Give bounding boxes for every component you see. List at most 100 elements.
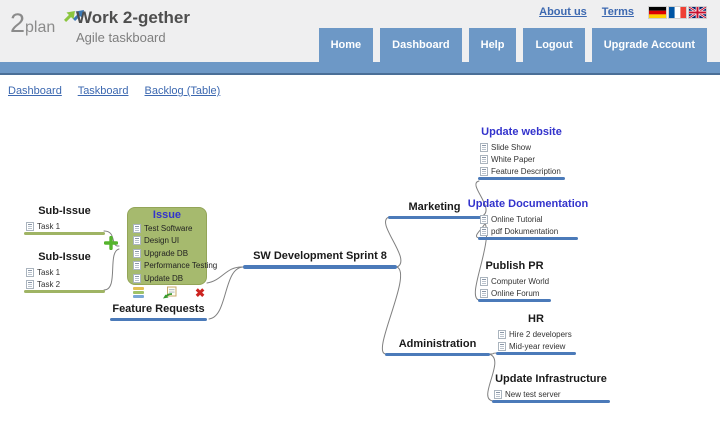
taskboard-mindmap: SW Development Sprint 8 Sub-Issue Task 1…: [0, 100, 720, 427]
issue-card[interactable]: Issue Test Software Design UI Upgrade DB…: [127, 207, 217, 285]
nav-upgrade-account-button[interactable]: Upgrade Account: [591, 28, 707, 62]
connector-lines: [103, 180, 498, 402]
task-icon: [26, 267, 34, 277]
task-label: Mid-year review: [509, 341, 566, 351]
task-item[interactable]: Computer World: [478, 275, 551, 287]
task-item[interactable]: Mid-year review: [496, 340, 576, 352]
node-label[interactable]: Marketing: [408, 201, 461, 213]
task-label: New test server: [505, 389, 561, 399]
node-publish-pr[interactable]: Publish PR Computer World Online Forum: [478, 260, 551, 302]
task-icon: [480, 154, 488, 164]
task-icon: [494, 389, 502, 399]
task-item[interactable]: Update DB: [131, 272, 203, 285]
node-sprint-root[interactable]: SW Development Sprint 8: [243, 250, 397, 269]
task-label: Design UI: [144, 236, 180, 246]
task-item[interactable]: Online Forum: [478, 287, 551, 299]
task-item[interactable]: New test server: [492, 388, 610, 400]
breadcrumb-backlog-table-link[interactable]: Backlog (Table): [144, 85, 221, 97]
task-item[interactable]: Online Tutorial: [478, 213, 578, 225]
task-item[interactable]: White Paper: [478, 153, 565, 165]
node-sub-issue-1[interactable]: Sub-Issue Task 1: [24, 205, 105, 235]
nav-logout-button[interactable]: Logout: [523, 28, 585, 62]
terms-link[interactable]: Terms: [601, 6, 634, 18]
task-label: White Paper: [491, 154, 536, 164]
task-icon: [498, 329, 506, 339]
task-icon: [133, 248, 141, 258]
task-item[interactable]: Upgrade DB: [131, 247, 203, 260]
node-administration[interactable]: Administration: [385, 338, 490, 356]
node-underline: [478, 237, 578, 240]
node-hr[interactable]: HR Hire 2 developers Mid-year review: [496, 313, 576, 355]
task-label: Update DB: [144, 273, 184, 283]
node-sub-issue-2[interactable]: Sub-Issue Task 1 Task 2: [24, 251, 105, 293]
task-label: Task 2: [37, 279, 61, 289]
node-update-documentation[interactable]: Update Documentation Online Tutorial pdf…: [468, 198, 588, 240]
main-nav: Home Dashboard Help Logout Upgrade Accou…: [318, 28, 707, 62]
german-flag-icon[interactable]: [648, 5, 667, 19]
node-label[interactable]: Publish PR: [485, 260, 544, 272]
title-block: Work 2-gether Agile taskboard: [76, 8, 190, 45]
task-icon: [133, 261, 141, 271]
task-icon: [480, 276, 488, 286]
node-marketing[interactable]: Marketing: [388, 201, 481, 219]
task-label: Performance Testing: [144, 261, 218, 271]
node-label[interactable]: Administration: [398, 338, 477, 350]
uk-flag-icon[interactable]: [688, 5, 707, 19]
node-label[interactable]: HR: [528, 313, 544, 325]
node-underline: [110, 318, 207, 321]
node-label[interactable]: Update website: [481, 126, 562, 138]
top-links: About us Terms: [539, 5, 707, 19]
issue-title[interactable]: Issue: [152, 209, 182, 221]
node-label[interactable]: Sub-Issue: [38, 251, 91, 263]
task-icon: [26, 221, 34, 231]
french-flag-icon[interactable]: [668, 5, 687, 19]
about-us-link[interactable]: About us: [539, 6, 587, 18]
add-sub-issue-icon[interactable]: [104, 236, 118, 250]
backlog-icon[interactable]: [133, 287, 144, 298]
task-item[interactable]: Slide Show: [478, 141, 565, 153]
node-label[interactable]: SW Development Sprint 8: [253, 250, 387, 262]
task-label: Task 1: [37, 221, 61, 231]
node-update-website[interactable]: Update website Slide Show White Paper Fe…: [478, 126, 565, 180]
node-underline: [492, 400, 610, 403]
task-item[interactable]: Test Software: [131, 222, 203, 235]
delete-icon[interactable]: ✖: [194, 285, 205, 300]
node-update-infrastructure[interactable]: Update Infrastructure New test server: [492, 373, 610, 403]
node-label[interactable]: Feature Requests: [112, 303, 205, 315]
task-icon: [480, 226, 488, 236]
task-item[interactable]: Hire 2 developers: [496, 328, 576, 340]
task-item[interactable]: Task 1: [24, 220, 105, 232]
task-item[interactable]: Task 2: [24, 278, 105, 290]
task-icon: [133, 273, 141, 283]
nav-help-button[interactable]: Help: [468, 28, 517, 62]
app-title: Work 2-gether: [76, 8, 190, 27]
task-label: Online Tutorial: [491, 214, 543, 224]
task-item[interactable]: Design UI: [131, 235, 203, 248]
task-icon: [26, 279, 34, 289]
task-item[interactable]: Performance Testing: [131, 260, 217, 273]
task-icon: [480, 142, 488, 152]
nav-dashboard-button[interactable]: Dashboard: [380, 28, 462, 62]
node-underline: [385, 353, 490, 356]
node-label[interactable]: Update Documentation: [467, 198, 589, 210]
task-item[interactable]: Task 1: [24, 266, 105, 278]
task-label: pdf Dokumentation: [491, 226, 559, 236]
node-feature-requests[interactable]: Feature Requests: [110, 303, 207, 321]
move-icon[interactable]: [162, 286, 177, 299]
task-label: Test Software: [144, 223, 193, 233]
logo[interactable]: 2plan: [10, 8, 84, 38]
nav-home-button[interactable]: Home: [318, 28, 374, 62]
task-icon: [480, 214, 488, 224]
breadcrumb-dashboard-link[interactable]: Dashboard: [8, 85, 62, 97]
task-item[interactable]: pdf Dokumentation: [478, 225, 578, 237]
task-icon: [133, 236, 141, 246]
node-label[interactable]: Sub-Issue: [38, 205, 91, 217]
node-label[interactable]: Update Infrastructure: [495, 373, 607, 385]
node-underline: [243, 265, 397, 269]
task-label: Upgrade DB: [144, 248, 189, 258]
task-item[interactable]: Feature Description: [478, 165, 565, 177]
nav-bar: [0, 62, 720, 75]
breadcrumb-taskboard-link[interactable]: Taskboard: [77, 85, 129, 97]
issue-toolbar: ✖: [133, 286, 205, 299]
